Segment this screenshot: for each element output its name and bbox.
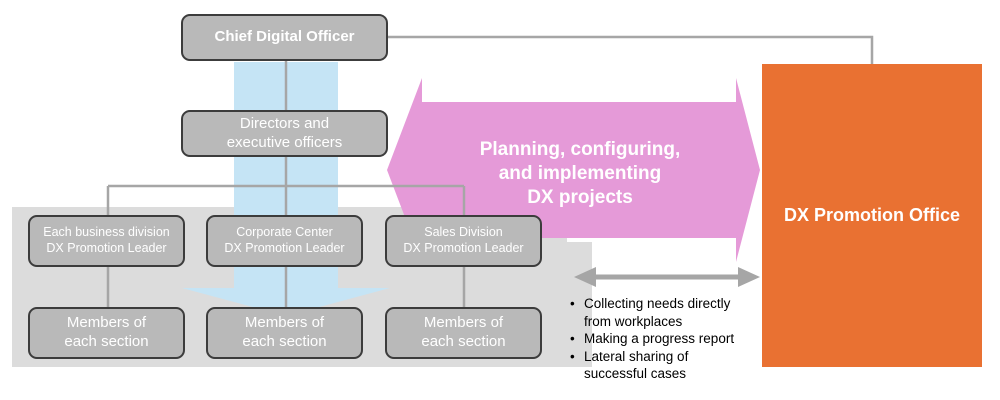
planning-label: Planning, configuring, and implementing … bbox=[479, 139, 681, 208]
bullet-icon: • bbox=[570, 296, 575, 311]
activity-text: Making a progress report bbox=[584, 331, 735, 346]
bullet-icon: • bbox=[570, 331, 575, 346]
leader-box-sales: Sales Division DX Promotion Leader bbox=[385, 215, 542, 267]
leader-box-corporate: Corporate Center DX Promotion Leader bbox=[206, 215, 363, 267]
bullet-icon: • bbox=[570, 348, 575, 364]
cdo-box: Chief Digital Officer bbox=[181, 14, 388, 61]
list-item: • Lateral sharing of successful cases bbox=[570, 348, 734, 383]
members-box-sales: Members of each section bbox=[385, 307, 542, 359]
directors-box: Directors and executive officers bbox=[181, 110, 388, 157]
activity-text: Lateral sharing of successful cases bbox=[584, 348, 689, 382]
members-box-business: Members of each section bbox=[28, 307, 185, 359]
members-box-corporate: Members of each section bbox=[206, 307, 363, 359]
dx-promotion-office-label: DX Promotion Office bbox=[783, 205, 960, 225]
activity-text: Collecting needs directly from workplace… bbox=[584, 296, 731, 329]
feedback-double-arrow bbox=[574, 267, 760, 287]
connector-cdo-dx-office bbox=[388, 35, 874, 64]
list-item: • Making a progress report bbox=[570, 330, 734, 348]
dx-promotion-office-box: DX Promotion Office bbox=[762, 64, 982, 367]
activity-list: • Collecting needs directly from workplac… bbox=[570, 295, 734, 383]
list-item: • Collecting needs directly from workplac… bbox=[570, 295, 734, 330]
leader-box-business: Each business division DX Promotion Lead… bbox=[28, 215, 185, 267]
